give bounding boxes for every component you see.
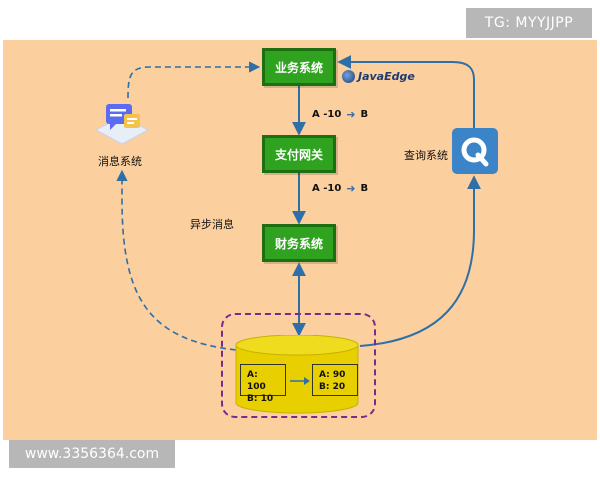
chat-bubble-icon: [94, 104, 150, 145]
javaedge-brand: JavaEdge: [342, 70, 415, 83]
watermark-bottom: www.3356364.com: [9, 440, 175, 468]
business-system-label: 业务系统: [274, 60, 323, 75]
watermark-top: TG: MYYJJPP: [466, 8, 592, 38]
flow-from: A -10: [312, 183, 342, 194]
javaedge-brand-text: JavaEdge: [358, 70, 415, 83]
flow-label-1: A -10 ➜ B: [312, 108, 368, 121]
q-icon[interactable]: [452, 128, 498, 174]
q-glyph-icon: [461, 137, 489, 167]
account-before-a: A: 100: [247, 370, 266, 392]
async-message-label: 异步消息: [190, 218, 234, 231]
flow-to: B: [360, 183, 369, 194]
edge-query-to-business: [337, 55, 475, 128]
edge-database-to-query: [359, 175, 481, 347]
arrow-right-icon: ➜: [346, 108, 356, 121]
arrow-right-icon: ➜: [346, 182, 356, 195]
cylinder-icon: [235, 335, 359, 414]
edge-message-to-business: [127, 61, 261, 99]
account-after-b: B: 20: [319, 382, 346, 392]
javaedge-logo-icon: [342, 70, 355, 83]
account-before-box: A: 100 B: 10: [240, 364, 286, 404]
payment-gateway-label: 支付网关: [274, 147, 323, 162]
message-system-label: 消息系统: [98, 155, 142, 168]
flow-to: B: [360, 109, 369, 120]
account-after-a: A: 90: [319, 370, 346, 380]
account-before-b: B: 10: [247, 394, 274, 404]
query-system-label: 查询系统: [404, 149, 448, 162]
finance-system-label: 财务系统: [274, 236, 323, 251]
business-system-node[interactable]: 业务系统: [262, 48, 336, 86]
arrow-right-icon: [290, 377, 310, 385]
database-group: [221, 313, 376, 418]
edge-database-to-message: [116, 169, 237, 351]
finance-system-node[interactable]: 财务系统: [262, 224, 336, 262]
payment-gateway-node[interactable]: 支付网关: [262, 135, 336, 173]
flow-from: A -10: [312, 109, 342, 120]
account-after-box: A: 90 B: 20: [312, 364, 358, 396]
flow-label-2: A -10 ➜ B: [312, 182, 368, 195]
